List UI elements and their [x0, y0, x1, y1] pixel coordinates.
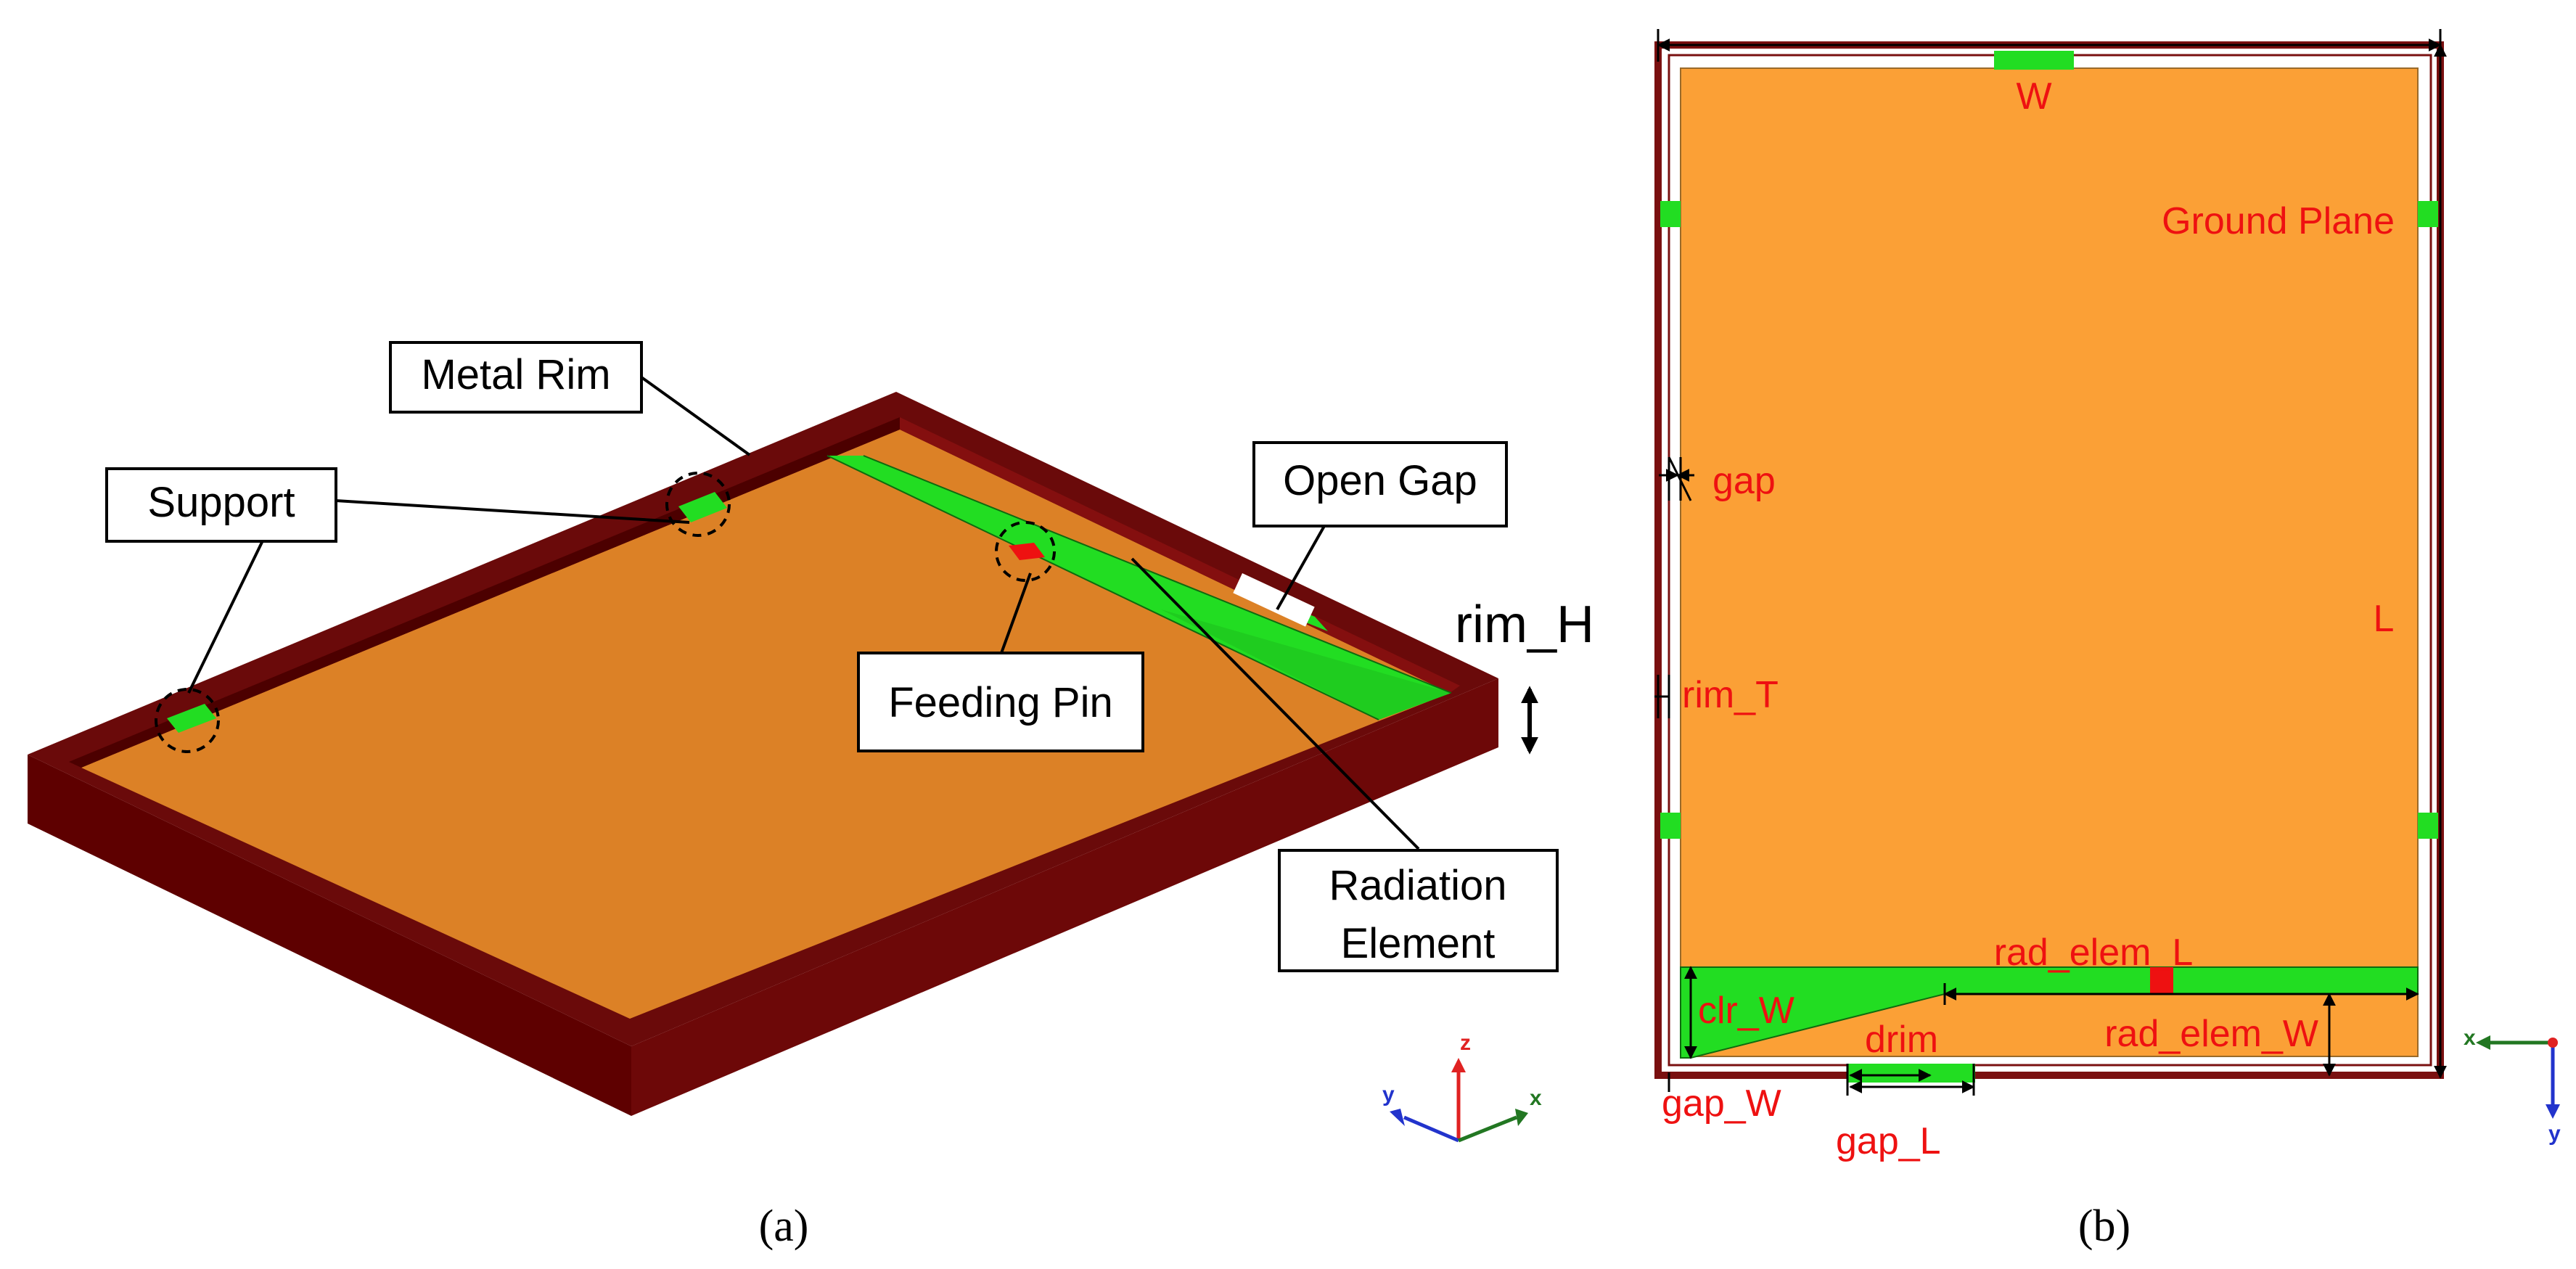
support-top	[1994, 51, 2074, 70]
panel-b-top-view: W Ground Plane gap L rim_T rad_elem_L cl…	[1654, 29, 2561, 1251]
callout-support: Support	[105, 467, 337, 543]
support-left-lower	[1660, 813, 1681, 839]
callout-metal-rim-text: Metal Rim	[421, 351, 610, 398]
support-left-upper	[1660, 201, 1681, 227]
feeding-pin-highlight	[995, 521, 1056, 582]
support-back-highlight	[665, 472, 731, 537]
axis-y2-label: y	[2548, 1122, 2561, 1146]
support-left	[167, 704, 216, 733]
rim-left-front-face	[28, 755, 631, 1116]
support-left-highlight	[155, 688, 220, 753]
open-gap-notch	[1233, 573, 1315, 627]
open-gap-top	[1847, 1064, 1975, 1083]
rim-h-label: rim_H	[1455, 596, 1594, 654]
label-gap: gap	[1712, 460, 1776, 502]
label-gap-l: gap_L	[1836, 1120, 1941, 1162]
callout-support-text: Support	[147, 479, 295, 526]
callout-feeding-pin: Feeding Pin	[857, 652, 1144, 752]
label-l: L	[2374, 598, 2395, 640]
radiation-element-taper	[1161, 609, 1451, 720]
label-w: W	[2016, 75, 2051, 118]
panel-a-caption: (a)	[759, 1202, 809, 1251]
panel-b-caption: (b)	[2078, 1202, 2130, 1251]
axis-y-label: y	[1382, 1083, 1395, 1106]
callout-open-gap: Open Gap	[1252, 441, 1508, 527]
label-ground-plane: Ground Plane	[2162, 200, 2395, 242]
label-rad-elem-l: rad_elem_L	[1994, 932, 2194, 974]
callout-radiation-element: Radiation Element	[1278, 849, 1559, 972]
axes-triad-2d: x y	[2464, 1026, 2561, 1146]
label-clr-w: clr_W	[1698, 990, 1794, 1032]
support-right-upper	[2418, 201, 2438, 227]
support-back	[678, 492, 727, 522]
callout-radiation-element-line1: Radiation	[1329, 862, 1506, 909]
callout-feeding-pin-text: Feeding Pin	[888, 679, 1113, 726]
rim-right-front-face	[631, 678, 1498, 1116]
axis-x-label: x	[1530, 1086, 1542, 1110]
callout-open-gap-text: Open Gap	[1283, 457, 1477, 504]
label-rad-elem-w: rad_elem_W	[2104, 1013, 2318, 1055]
callout-radiation-element-line2: Element	[1341, 920, 1496, 967]
axis-x2-label: x	[2464, 1026, 2476, 1050]
label-drim: drim	[1865, 1019, 1938, 1061]
label-rim-t: rim_T	[1682, 674, 1779, 716]
feeding-pin	[1009, 543, 1045, 560]
axis-z-label: z	[1460, 1031, 1471, 1055]
panel-a-3d-view: Metal Rim Support Open Gap Feeding Pin R…	[28, 341, 1594, 1251]
support-right-lower	[2418, 813, 2438, 839]
label-gap-w: gap_W	[1662, 1083, 1781, 1125]
ground-plane	[1680, 67, 2419, 1057]
axes-triad-3d: z y x	[1382, 1031, 1542, 1143]
callout-metal-rim: Metal Rim	[389, 341, 643, 414]
